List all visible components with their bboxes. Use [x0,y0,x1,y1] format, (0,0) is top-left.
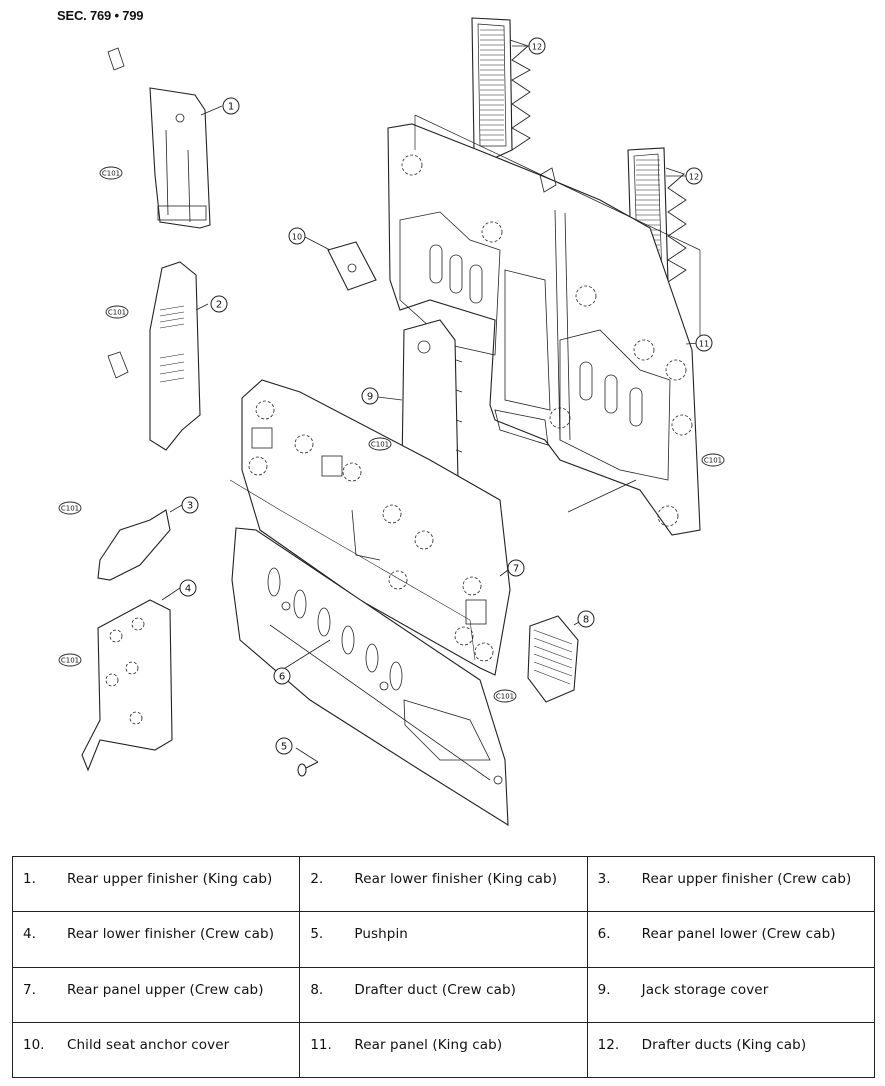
connector-label-c101: C101 [493,689,517,703]
legend-number: 12. [597,1036,620,1053]
svg-text:C101: C101 [371,441,389,449]
legend-text: Rear lower finisher (Crew cab) [67,926,275,943]
svg-text:1: 1 [228,102,234,113]
legend-cell: 10. Child seat anchor cover [11,1021,301,1079]
legend-number: 3. [597,871,611,887]
legend-row: 10. Child seat anchor cover 11. Rear panel … [11,1021,876,1079]
drafter-duct-crew-cab [527,615,579,703]
legend-text: Rear lower finisher (King cab) [354,871,558,887]
legend-cell: 9. Jack storage cover [586,966,876,1023]
legend-cell: 6. Rear panel lower (Crew cab) [586,911,876,968]
connector-label-c101: C101 [105,305,129,319]
legend-row: 7. Rear panel upper (Crew cab) 8. Drafter d… [11,966,876,1023]
callout-8: 8 [577,610,595,628]
rear-upper-finisher-king-cab [107,47,211,229]
callout-7: 7 [507,559,525,577]
legend-text: Pushpin [354,926,408,943]
legend-text: Rear panel lower (Crew cab) [641,926,836,943]
legend-number: 11. [310,1036,332,1053]
legend-cell: 5. Pushpin [299,911,588,968]
legend-text: Drafter duct (Crew cab) [354,981,517,998]
svg-text:4: 4 [185,584,191,595]
legend-number: 10. [23,1036,45,1053]
legend-number: 1. [23,871,36,887]
svg-text:11: 11 [699,340,709,349]
legend-number: 9. [597,981,611,998]
svg-text:C101: C101 [496,693,514,701]
rear-panel-upper-crew-cab [229,379,511,676]
rear-panel-lower-crew-cab [231,527,509,827]
drafter-duct-12-upper [471,17,531,161]
legend-text: Jack storage cover [641,981,769,998]
legend-cell: 1. Rear upper finisher (King cab) [11,855,301,913]
legend-text: Rear panel (King cab) [354,1036,503,1053]
svg-text:9: 9 [367,392,373,403]
callout-6: 6 [273,667,291,685]
callout-5: 5 [275,737,293,755]
rear-lower-finisher-king-cab [107,261,201,451]
callout-2: 2 [210,295,228,313]
child-seat-anchor-cover [327,241,377,291]
legend-number: 6. [597,926,611,943]
legend-text: Rear upper finisher (Crew cab) [641,871,852,887]
rear-panel-king-cab [387,114,701,536]
legend-row: 4. Rear lower finisher (Crew cab) 5. Pushpi… [11,911,876,968]
legend-text: Child seat anchor cover [67,1036,230,1053]
svg-text:3: 3 [187,501,193,512]
svg-text:C101: C101 [108,309,126,317]
svg-text:5: 5 [281,742,287,753]
callout-12: 12 [685,167,703,185]
rear-lower-finisher-crew-cab [81,599,173,772]
callout-9: 9 [361,387,379,405]
callout-11: 11 [695,334,713,352]
legend-text: Drafter ducts (King cab) [641,1036,807,1053]
section-label: SEC. 769 • 799 [57,8,144,23]
callout-10: 10 [288,227,306,245]
svg-text:2: 2 [216,300,222,311]
connector-label-c101: C101 [368,437,392,451]
legend-cell: 3. Rear upper finisher (Crew cab) [586,855,876,913]
leader-lines [161,45,701,763]
legend-text: Rear upper finisher (King cab) [67,871,273,887]
callout-3: 3 [181,496,199,514]
legend-text: Rear panel upper (Crew cab) [67,981,264,998]
svg-text:10: 10 [292,233,302,242]
legend-cell: 12. Drafter ducts (King cab) [586,1021,876,1079]
svg-text:C101: C101 [61,505,79,513]
connector-label-c101: C101 [701,453,725,467]
rear-upper-finisher-crew-cab [97,509,171,581]
svg-text:C101: C101 [61,657,79,665]
legend-cell: 2. Rear lower finisher (King cab) [299,855,588,913]
callout-4: 4 [179,579,197,597]
callout-1: 1 [222,97,240,115]
legend-cell: 7. Rear panel upper (Crew cab) [11,966,301,1023]
svg-text:C101: C101 [102,170,120,178]
legend-number: 2. [310,871,324,887]
legend-cell: 11. Rear panel (King cab) [299,1021,588,1079]
legend-number: 5. [310,926,324,943]
svg-text:6: 6 [279,672,285,683]
legend-number: 4. [23,926,36,943]
callout-12: 12 [528,37,546,55]
pushpin [297,761,319,777]
connector-label-c101: C101 [99,166,123,180]
legend-cell: 8. Drafter duct (Crew cab) [299,966,588,1023]
connector-label-c101: C101 [58,653,82,667]
svg-text:8: 8 [583,615,589,626]
svg-text:12: 12 [532,43,542,52]
svg-text:C101: C101 [704,457,722,465]
legend-number: 8. [310,981,324,998]
legend-cell: 4. Rear lower finisher (Crew cab) [11,911,301,968]
connector-label-c101: C101 [58,501,82,515]
legend-table: 1. Rear upper finisher (King cab) 2. Rear l… [11,855,876,1079]
legend-row: 1. Rear upper finisher (King cab) 2. Rear l… [11,855,876,913]
svg-text:7: 7 [513,564,519,575]
svg-text:12: 12 [689,173,699,182]
legend-number: 7. [23,981,36,998]
